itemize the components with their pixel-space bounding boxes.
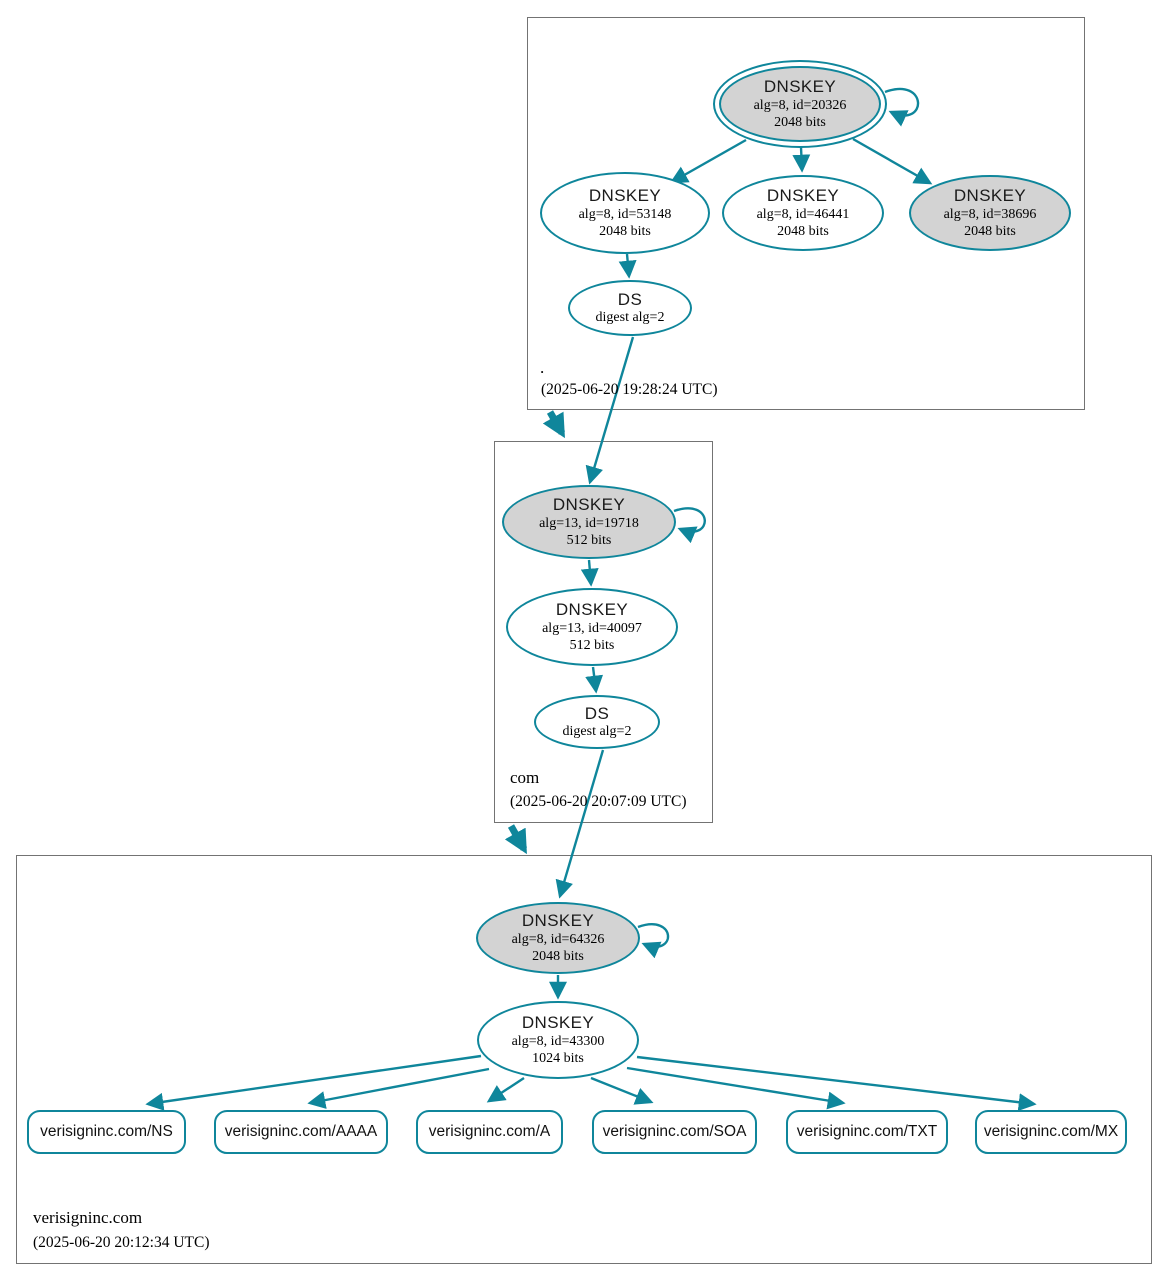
dnskey-node-40097[interactable]: DNSKEY alg=13, id=40097 512 bits [506,588,678,666]
edge-delegation-com-verisign [504,824,528,855]
zone-box-verisigninc [16,855,1152,1264]
rrset-node-ns[interactable]: verisigninc.com/NS [27,1110,186,1154]
dnskey-title: DNSKEY [552,495,626,515]
dnskey-node-20326[interactable]: DNSKEY alg=8, id=20326 2048 bits [713,60,887,148]
edge-43300-txt [626,1066,846,1110]
zone-box-com [494,441,713,823]
edge-rootds-com-ksk [585,336,635,485]
dnskey-title: DNSKEY [555,600,629,620]
rrset-label: verisigninc.com/TXT [796,1123,938,1140]
edge-20326-53148 [669,138,747,184]
dnskey-node-43300[interactable]: DNSKEY alg=8, id=43300 1024 bits [477,1001,639,1079]
zone-box-root [527,17,1085,410]
dnskey-node-38696[interactable]: DNSKEY alg=8, id=38696 2048 bits [909,175,1071,251]
rrset-label: verisigninc.com/MX [983,1123,1119,1140]
dnskey-bits: 2048 bits [777,223,829,239]
rrset-label: verisigninc.com/AAAA [224,1123,378,1140]
rrset-node-soa[interactable]: verisigninc.com/SOA [592,1110,757,1154]
rrset-node-mx[interactable]: verisigninc.com/MX [975,1110,1127,1154]
ds-node-com[interactable]: DS digest alg=2 [534,695,660,749]
edge-20326-46441 [792,146,811,173]
dnskey-title: DNSKEY [766,186,840,206]
dnskey-detail: alg=8, id=38696 [943,206,1037,222]
zone-timestamp-verisigninc: (2025-06-20 20:12:34 UTC) [33,1234,210,1251]
dnskey-bits: 2048 bits [774,114,826,130]
dnskey-node-64326[interactable]: DNSKEY alg=8, id=64326 2048 bits [476,902,640,974]
ds-node-root[interactable]: DS digest alg=2 [568,280,692,336]
dnskey-bits: 512 bits [569,637,615,653]
ds-title: DS [584,703,610,723]
edge-20326-38696 [852,137,933,185]
edge-comds-verisign-ksk [555,749,605,899]
dnskey-node-46441[interactable]: DNSKEY alg=8, id=46441 2048 bits [722,175,884,251]
dnskey-detail: alg=8, id=46441 [756,206,850,222]
rrset-node-a[interactable]: verisigninc.com/A [416,1110,563,1154]
edge-43300-ns [145,1054,482,1111]
dnskey-detail: alg=13, id=40097 [542,620,642,636]
dnskey-bits: 2048 bits [532,948,584,964]
zone-timestamp-com: (2025-06-20 20:07:09 UTC) [510,793,687,810]
zone-label-com: com [510,768,540,787]
edge-selfloop-19718 [673,507,706,544]
dnskey-detail: alg=13, id=19718 [539,515,639,531]
dnskey-node-53148[interactable]: DNSKEY alg=8, id=53148 2048 bits [540,172,710,254]
dnskey-bits: 1024 bits [532,1050,584,1066]
dnskey-title: DNSKEY [953,186,1027,206]
edge-53148-ds [618,253,637,279]
edge-43300-a [486,1076,525,1103]
rrset-label: verisigninc.com/A [428,1123,551,1140]
edge-43300-soa [590,1076,654,1105]
edge-selfloop-64326 [637,923,670,959]
edge-40097-ds [585,666,604,694]
dnskey-bits: 2048 bits [599,223,651,239]
dnskey-detail: alg=8, id=64326 [511,931,605,947]
edge-43300-aaaa [307,1067,490,1109]
dnskey-bits: 512 bits [566,532,612,548]
dnskey-detail: alg=8, id=53148 [578,206,672,222]
rrset-label: verisigninc.com/SOA [602,1123,747,1140]
dnskey-title: DNSKEY [521,1013,595,1033]
zone-timestamp-root: (2025-06-20 19:28:24 UTC) [541,381,718,398]
dnskey-title: DNSKEY [763,77,837,97]
rrset-node-txt[interactable]: verisigninc.com/TXT [786,1110,948,1154]
ds-title: DS [617,289,643,309]
rrset-node-aaaa[interactable]: verisigninc.com/AAAA [214,1110,388,1154]
dnskey-detail: alg=8, id=43300 [511,1033,605,1049]
dnskey-node-19718[interactable]: DNSKEY alg=13, id=19718 512 bits [502,485,676,559]
edge-43300-mx [636,1055,1037,1112]
dnskey-detail: alg=8, id=20326 [753,97,847,113]
dnskey-title: DNSKEY [521,911,595,931]
zone-label-verisigninc: verisigninc.com [33,1208,143,1227]
ds-detail: digest alg=2 [595,310,665,326]
rrset-label: verisigninc.com/NS [40,1123,173,1140]
edge-selfloop-20326 [884,87,920,127]
edge-delegation-root-com [542,410,566,439]
ds-detail: digest alg=2 [562,724,632,740]
edge-19718-40097 [580,559,599,587]
dnskey-title: DNSKEY [588,186,662,206]
zone-label-root: . [540,358,545,377]
dnskey-bits: 2048 bits [964,223,1016,239]
